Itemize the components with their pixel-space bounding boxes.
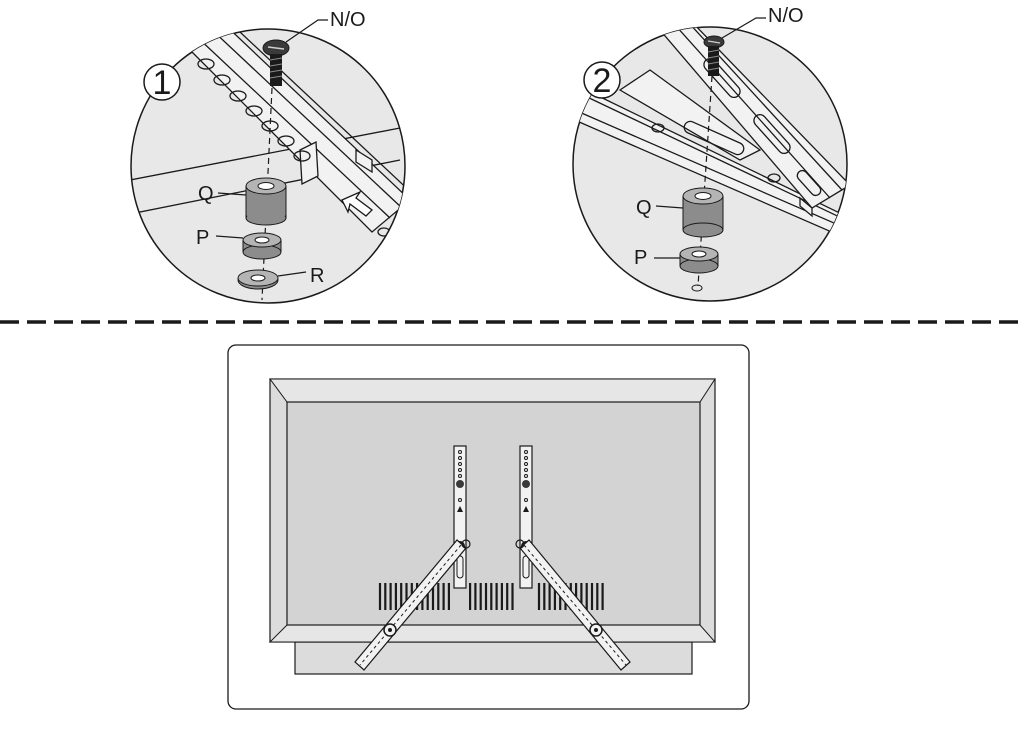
step2-label-screw: N/O: [768, 5, 804, 27]
tv-icon: [268, 378, 717, 675]
step1-label-q: Q: [198, 183, 214, 205]
step1-detail: 1 N/O Q P R: [130, 9, 406, 304]
step2-detail: 2 N/O Q P: [572, 5, 848, 302]
step1-label-r: R: [310, 265, 324, 287]
screw-icon: [262, 39, 290, 86]
step2-number: 2: [593, 62, 612, 100]
arrow-icon: [341, 190, 373, 217]
bracket-icon: [178, 29, 405, 237]
spacer-icon: [242, 232, 282, 260]
step1-number: 1: [153, 64, 172, 102]
bracket-icon: [453, 445, 467, 589]
step2-label-q: Q: [636, 197, 652, 219]
bracket-icon: [354, 539, 471, 671]
bracket-icon: [519, 445, 533, 589]
screw-icon: [703, 35, 725, 76]
bracket-icon: [658, 27, 847, 218]
spacer-icon: [682, 187, 724, 238]
step1-label-p: P: [196, 227, 209, 249]
washer-icon: [237, 269, 279, 290]
bracket-icon: [515, 539, 631, 671]
spacer-icon: [245, 177, 287, 226]
step1-label-screw: N/O: [330, 9, 366, 31]
step2-label-p: P: [634, 247, 647, 269]
overview-panel: [227, 344, 750, 710]
spacer-icon: [679, 246, 719, 274]
